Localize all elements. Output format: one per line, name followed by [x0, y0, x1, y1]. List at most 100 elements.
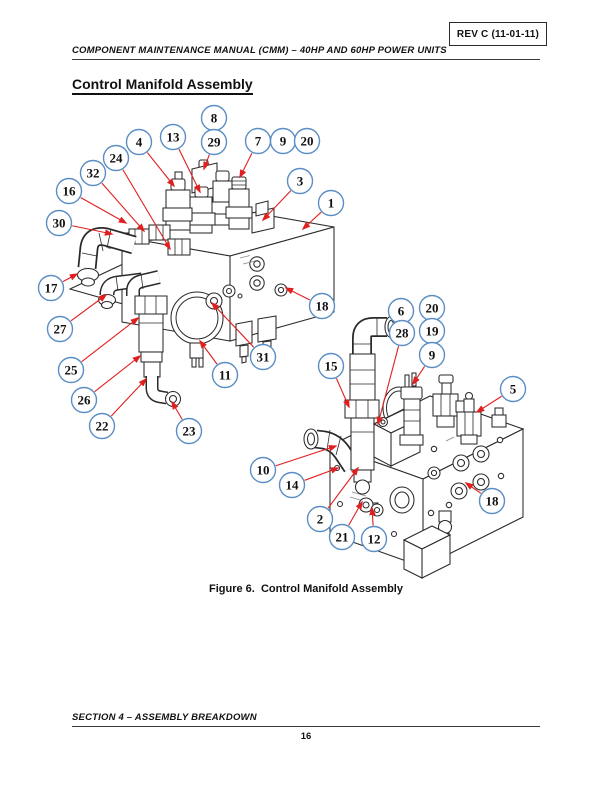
header-rule — [72, 59, 540, 60]
figure-caption: Figure 6. Control Manifold Assembly — [209, 583, 403, 595]
callout-number: 9 — [280, 134, 287, 149]
callout-number: 20 — [301, 134, 314, 149]
leader-arrow — [284, 287, 311, 301]
document-header: COMPONENT MAINTENANCE MANUAL (CMM) – 40H… — [72, 45, 447, 56]
leader-arrow — [304, 467, 340, 481]
callout-balloon — [200, 128, 228, 156]
callout-number: 7 — [255, 134, 262, 149]
callout-number: 28 — [396, 326, 410, 341]
leader-arrow — [239, 152, 253, 179]
callout-balloon — [306, 505, 334, 533]
left-elbow-fittings — [76, 227, 161, 310]
callout-number: 26 — [78, 393, 92, 408]
callout-number: 23 — [183, 424, 197, 439]
leader-arrow — [210, 301, 255, 348]
callout-number: 18 — [486, 494, 500, 509]
leader-arrow — [199, 339, 218, 365]
callout-balloon — [125, 128, 153, 156]
callout-number: 27 — [54, 322, 68, 337]
callout-number: 31 — [257, 350, 270, 365]
revision-label: REV C (11-01-11) — [456, 28, 540, 40]
callout-number: 16 — [63, 184, 77, 199]
leader-arrow — [178, 148, 201, 194]
callout-balloon — [79, 159, 107, 187]
callout-balloon — [418, 341, 446, 369]
leader-arrow — [171, 400, 183, 420]
callout-number: 15 — [325, 359, 339, 374]
callout-number: 20 — [426, 301, 439, 316]
leader-arrow — [464, 482, 482, 494]
callout-balloon — [46, 315, 74, 343]
callout-number: 13 — [167, 130, 181, 145]
leader-arrow — [110, 377, 148, 417]
callout-balloon — [211, 361, 239, 389]
document-footer: SECTION 4 – ASSEMBLY BREAKDOWN — [72, 712, 257, 723]
leader-arrow — [101, 182, 146, 233]
callout-number: 19 — [426, 324, 440, 339]
leader-arrow — [327, 466, 359, 509]
callout-number: 4 — [136, 135, 143, 150]
leader-arrow — [70, 294, 108, 322]
leader-arrow — [62, 273, 79, 283]
leader-arrow — [348, 500, 363, 526]
callout-number: 11 — [219, 368, 231, 383]
callout-number: 2 — [317, 512, 324, 527]
leader-arrow — [412, 365, 426, 386]
callout-number: 29 — [208, 135, 222, 150]
leader-arrow — [475, 395, 502, 413]
callout-number: 1 — [328, 196, 335, 211]
callout-number: 32 — [87, 166, 100, 181]
callout-balloon — [249, 456, 277, 484]
callout-number: 17 — [45, 281, 59, 296]
callout-number: 22 — [96, 419, 109, 434]
callout-balloon — [317, 189, 345, 217]
page-title: Control Manifold Assembly — [72, 76, 253, 95]
callout-balloon — [102, 144, 130, 172]
leader-arrow — [376, 345, 400, 426]
callout-balloon — [57, 356, 85, 384]
callout-number: 6 — [398, 304, 405, 319]
callout-balloon — [88, 412, 116, 440]
revision-box: REV C (11-01-11) — [449, 22, 547, 46]
leader-arrow — [80, 197, 128, 224]
leader-arrow — [261, 190, 292, 222]
callout-number: 24 — [110, 151, 124, 166]
left-cartridge-valves — [162, 159, 275, 234]
callout-number: 25 — [65, 363, 79, 378]
left-pipe-stack — [134, 295, 182, 408]
callout-number: 9 — [429, 348, 436, 363]
callout-number: 12 — [368, 532, 381, 547]
callout-number: 14 — [286, 478, 300, 493]
leader-arrow — [122, 169, 171, 251]
callout-balloon — [286, 167, 314, 195]
callout-number: 21 — [336, 530, 349, 545]
callout-balloon — [249, 343, 277, 371]
callout-balloon — [37, 274, 65, 302]
callout-balloon — [175, 417, 203, 445]
callout-balloon — [499, 375, 527, 403]
callout-balloon — [388, 319, 416, 347]
callout-number: 3 — [297, 174, 304, 189]
callout-number: 10 — [257, 463, 270, 478]
callout-number: 8 — [211, 111, 218, 126]
callout-balloon — [360, 525, 388, 553]
callout-balloon — [159, 123, 187, 151]
callout-balloon — [328, 523, 356, 551]
callout-number: 30 — [53, 216, 66, 231]
right-lower-elbow — [303, 428, 360, 473]
leader-arrow — [275, 445, 338, 467]
callout-balloon — [308, 292, 336, 320]
page-number: 16 — [300, 731, 312, 742]
callout-balloon — [45, 209, 73, 237]
right-top-fittings — [432, 374, 507, 445]
callout-balloon — [293, 127, 321, 155]
left-manifold-assembly — [68, 159, 335, 408]
right-foot-block — [402, 510, 453, 579]
leader-arrow — [203, 154, 210, 171]
callout-balloon — [317, 352, 345, 380]
callout-balloon — [478, 487, 506, 515]
leader-arrow — [72, 225, 114, 236]
